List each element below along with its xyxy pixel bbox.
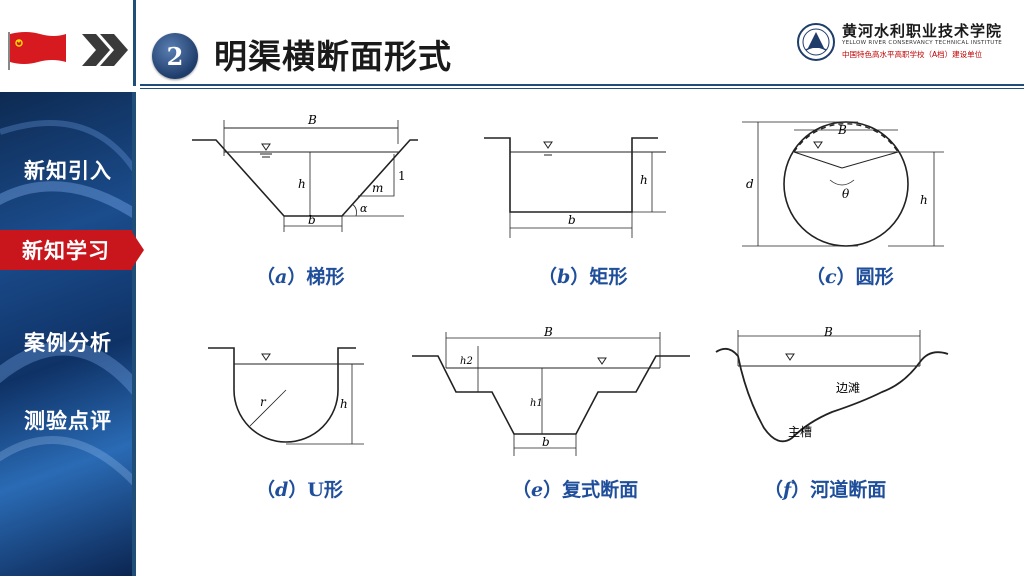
institution-name: 黄河水利职业技术学院	[842, 22, 1003, 40]
fig-e-label-B: B	[543, 326, 553, 339]
fig-f-label-B: B	[823, 326, 833, 339]
fig-b-label-b: b	[568, 213, 576, 227]
nav-item-case-analysis[interactable]: 案例分析	[24, 331, 112, 355]
nav-active-pointer	[132, 232, 144, 268]
institution-subtitle: 中国特色高水平高职学校（A档）建设单位	[842, 50, 983, 59]
section-number-badge: 2	[152, 33, 198, 79]
fig-b-label-h: h	[640, 173, 648, 187]
caption-f: （f）河道断面	[764, 479, 887, 501]
nav-item-intro[interactable]: 新知引入	[24, 159, 112, 183]
double-chevron-icon	[82, 34, 128, 66]
fig-c-label-h: h	[920, 193, 928, 207]
fig-e-label-h1: h1	[530, 398, 543, 409]
figure-a-trapezoid: B h b m 1 α	[192, 113, 418, 232]
nav-item-learning[interactable]: 新知学习	[0, 230, 132, 270]
fig-a-label-alpha: α	[360, 202, 368, 215]
caption-b: （b）矩形	[538, 266, 628, 288]
party-flag-icon	[8, 32, 66, 70]
fig-d-label-h: h	[340, 397, 348, 411]
fig-a-label-1: 1	[398, 169, 406, 183]
fig-c-label-d: d	[746, 177, 754, 191]
caption-c: （c）圆形	[806, 266, 894, 288]
caption-d: （d）U形	[256, 479, 343, 501]
figure-c-circle: B d θ h	[742, 121, 944, 247]
institution-logo-icon	[797, 23, 835, 61]
fig-a-label-m: m	[372, 181, 383, 195]
caption-a: （a）梯形	[256, 266, 345, 288]
figure-d-u-shape: r h	[208, 347, 364, 445]
nav-item-quiz-review[interactable]: 测验点评	[24, 409, 112, 433]
header-horizontal-rule	[140, 84, 1024, 86]
fig-a-label-B: B	[307, 113, 317, 127]
fig-e-label-b: b	[542, 435, 550, 449]
fig-a-label-b: b	[308, 213, 316, 227]
fig-f-label-bank: 边滩	[836, 381, 860, 395]
header-vertical-rule	[133, 0, 136, 86]
figure-e-compound: B h2 h1 b	[412, 326, 690, 456]
fig-c-label-theta: θ	[842, 187, 850, 201]
institution-name-en: YELLOW RIVER CONSERVANCY TECHNICAL INSTI…	[842, 40, 1003, 46]
fig-d-label-r: r	[260, 395, 267, 409]
header-horizontal-rule-thin	[140, 88, 1024, 89]
caption-e: （e）复式断面	[512, 479, 639, 501]
figure-b-rectangle: h b	[484, 137, 666, 238]
fig-a-label-h: h	[298, 177, 306, 191]
fig-e-label-h2: h2	[460, 356, 473, 367]
fig-c-label-B: B	[837, 123, 847, 137]
figure-f-river: B 边滩 主槽	[715, 326, 949, 443]
page-title: 明渠横断面形式	[214, 37, 452, 76]
fig-f-label-main-channel: 主槽	[788, 425, 812, 439]
sidebar-border	[132, 92, 136, 576]
